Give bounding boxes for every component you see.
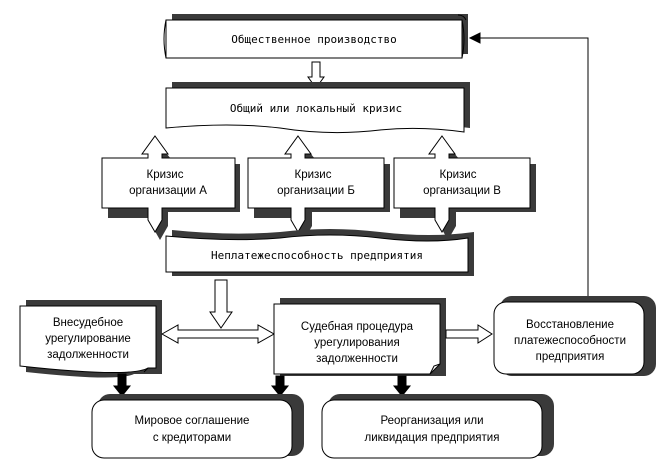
crisis-org-a-line1: Кризис (147, 169, 184, 181)
restore-line2: платежеспособности (514, 335, 626, 347)
arrow-court-to-restore (445, 324, 493, 344)
settlement-line1: Мировое соглашение (135, 415, 250, 427)
restore-line1: Восстановление (526, 319, 614, 331)
arrow-court-to-reorg (392, 375, 412, 397)
crisis-org-c-line2: организации В (423, 185, 501, 197)
crisis-org-a-line2: организации А (129, 185, 207, 197)
arrow-court-to-settlement (270, 375, 290, 397)
public-production-label: Общественное производство (231, 33, 397, 46)
out-of-court-line1: Внесудебное (53, 317, 123, 329)
node-crisis-org-a: Кризис организации А (101, 135, 240, 240)
out-of-court-line3: задолженности (47, 349, 129, 361)
node-out-of-court: Внесудебное урегулирование задолженности (19, 300, 162, 378)
settlement-line2: с кредиторами (153, 432, 231, 444)
court-line1: Судебная процедура (301, 321, 414, 333)
crisis-label: Общий или локальный кризис (230, 102, 402, 115)
court-line2: урегулирования (314, 337, 399, 349)
node-public-production: Общественное производство (163, 14, 468, 59)
arrow-bidirectional (160, 324, 276, 344)
restore-line3: предприятия (536, 351, 605, 363)
crisis-org-b-line1: Кризис (295, 169, 332, 181)
node-restore-solvency: Восстановление платежеспособности предпр… (493, 296, 656, 376)
out-of-court-line2: урегулирование (45, 333, 131, 345)
reorg-line1: Реорганизация или (380, 415, 483, 427)
node-crisis: Общий или локальный кризис (165, 82, 470, 134)
arrow-insolvency-down (209, 279, 233, 329)
node-court-procedure: Судебная процедура урегулирования задолж… (273, 298, 446, 376)
crisis-org-b-line2: организации Б (277, 185, 355, 197)
node-insolvency: Неплатежеспособность предприятия (165, 229, 474, 276)
court-line3: задолженности (316, 353, 398, 365)
node-crisis-org-c: Кризис организации В (393, 135, 536, 240)
node-settlement: Мировое соглашение с кредиторами (91, 394, 304, 459)
node-crisis-org-b: Кризис организации Б (247, 135, 390, 240)
crisis-org-c-line1: Кризис (440, 169, 477, 181)
reorg-line2: ликвидация предприятия (365, 432, 500, 444)
insolvency-label: Неплатежеспособность предприятия (211, 249, 423, 262)
arrow-restore-to-production (468, 32, 589, 296)
arrow-out-of-court-to-settlement (112, 373, 132, 397)
node-reorganization: Реорганизация или ликвидация предприятия (321, 394, 554, 459)
